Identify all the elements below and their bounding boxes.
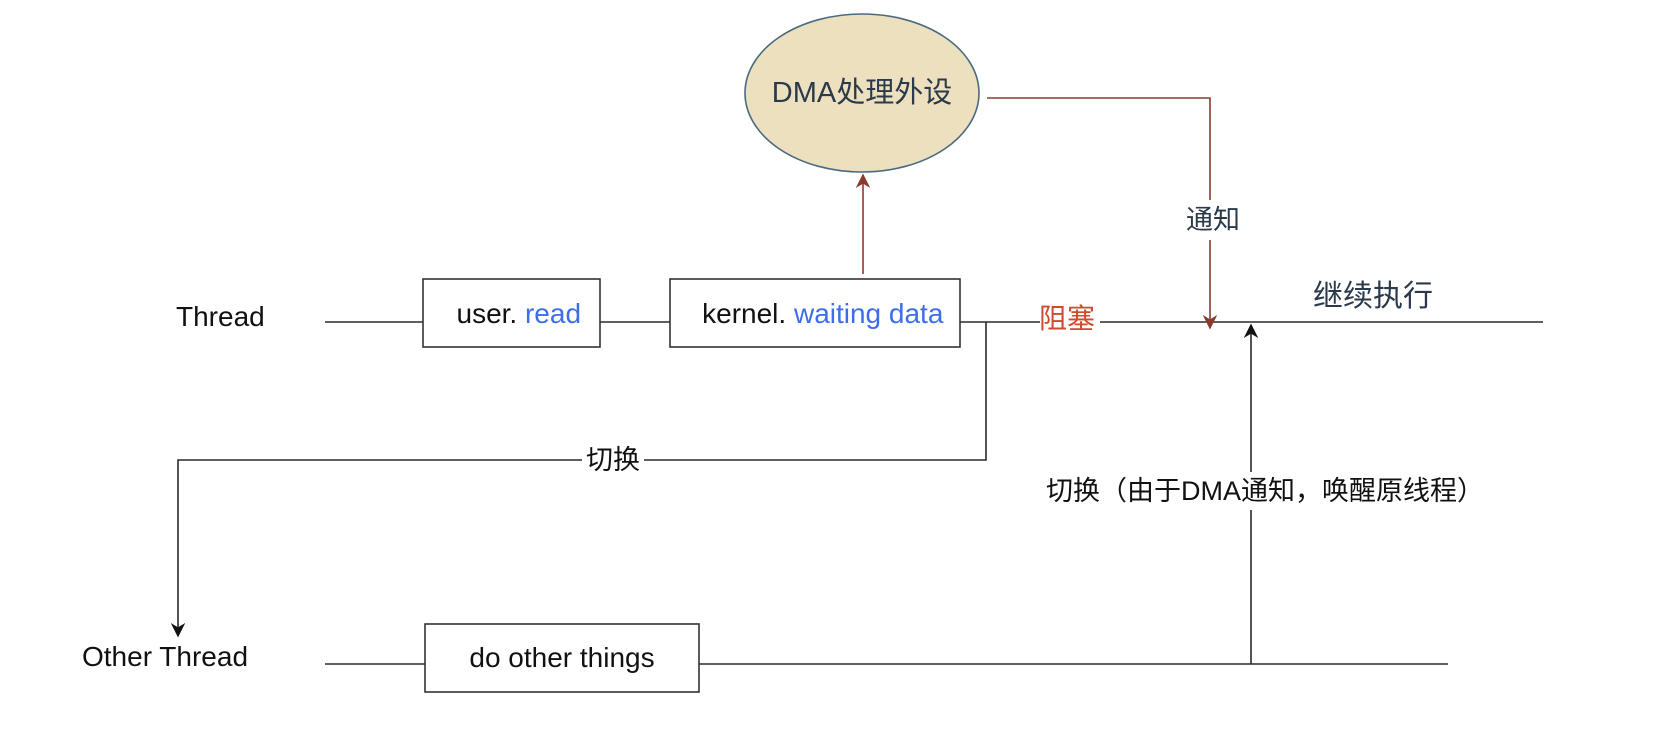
user-read-box: user. read [386,278,635,348]
dma-label: DMA处理外设 [772,76,952,109]
kernel-wait-box: kernel. waiting data [632,278,998,348]
switch-label: 切换 [586,445,640,475]
kernel-wait-highlight: waiting data [793,298,944,329]
switch-label-bg [582,442,644,478]
switch-to-other-arrow [170,322,987,638]
other-things-label: do other things [469,642,654,673]
dma-peripheral-node: DMA处理外设 [744,13,980,173]
notify-label-bg [1178,200,1242,240]
switch-back-label-bg [1030,472,1500,510]
other-things-box: do other things [424,623,700,693]
svg-text:kernel. waiting data: kernel. waiting data [632,298,998,329]
switch-back-label: 切换（由于DMA通知，唤醒原线程） [1046,476,1484,506]
continue-label: 继续执行 [1313,280,1433,313]
blocked-label: 阻塞 [1039,303,1095,334]
user-read-prefix: user. [457,298,525,329]
thread-label: Thread [176,301,265,332]
notify-arrow [987,97,1218,330]
user-read-highlight: read [525,298,581,329]
kernel-wait-prefix: kernel. [702,298,794,329]
other-thread-label: Other Thread [82,641,248,672]
svg-text:user. read: user. read [386,298,635,329]
notify-label: 通知 [1186,205,1240,235]
